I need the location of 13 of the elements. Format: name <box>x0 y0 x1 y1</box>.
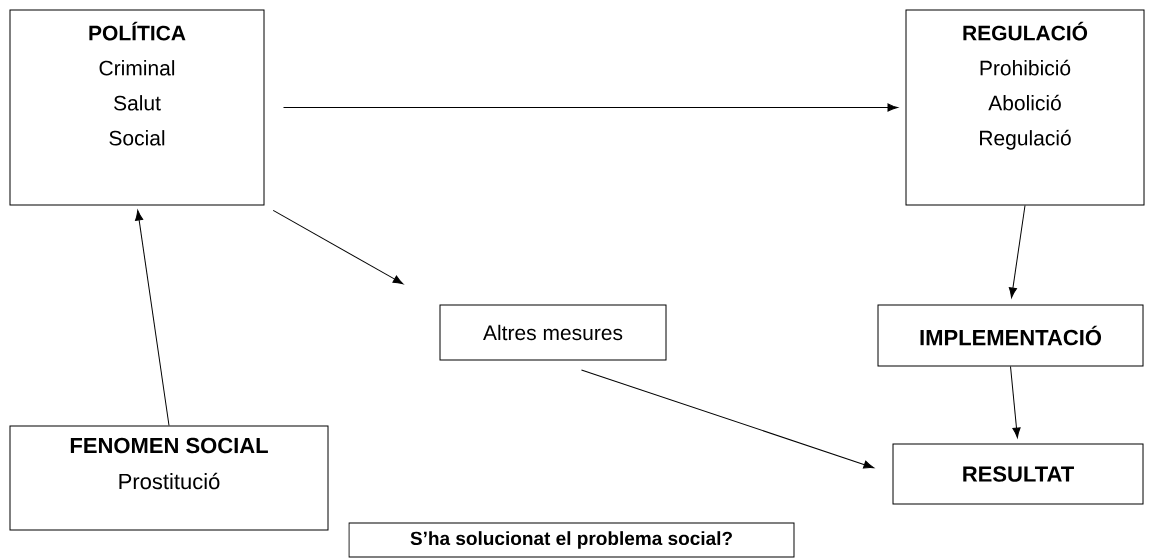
result-box: RESULTAT <box>892 443 1144 505</box>
arrow <box>283 103 898 112</box>
arrow <box>1008 205 1026 298</box>
arrow <box>272 209 404 285</box>
arrow <box>1010 366 1021 438</box>
policy-box: POLÍTICA Criminal Salut Social <box>9 9 265 206</box>
implementation-box: IMPLEMENTACIÓ <box>877 304 1144 367</box>
phenomenon-box: FENOMEN SOCIAL Prostitució <box>9 425 329 531</box>
arrow <box>135 210 170 426</box>
arrow <box>580 369 874 469</box>
measures-box: Altres mesures <box>439 304 667 361</box>
regulation-box: REGULACIÓ Prohibició Abolició Regulació <box>905 9 1145 206</box>
question-box: S’ha solucionat el problema social? <box>348 522 795 558</box>
